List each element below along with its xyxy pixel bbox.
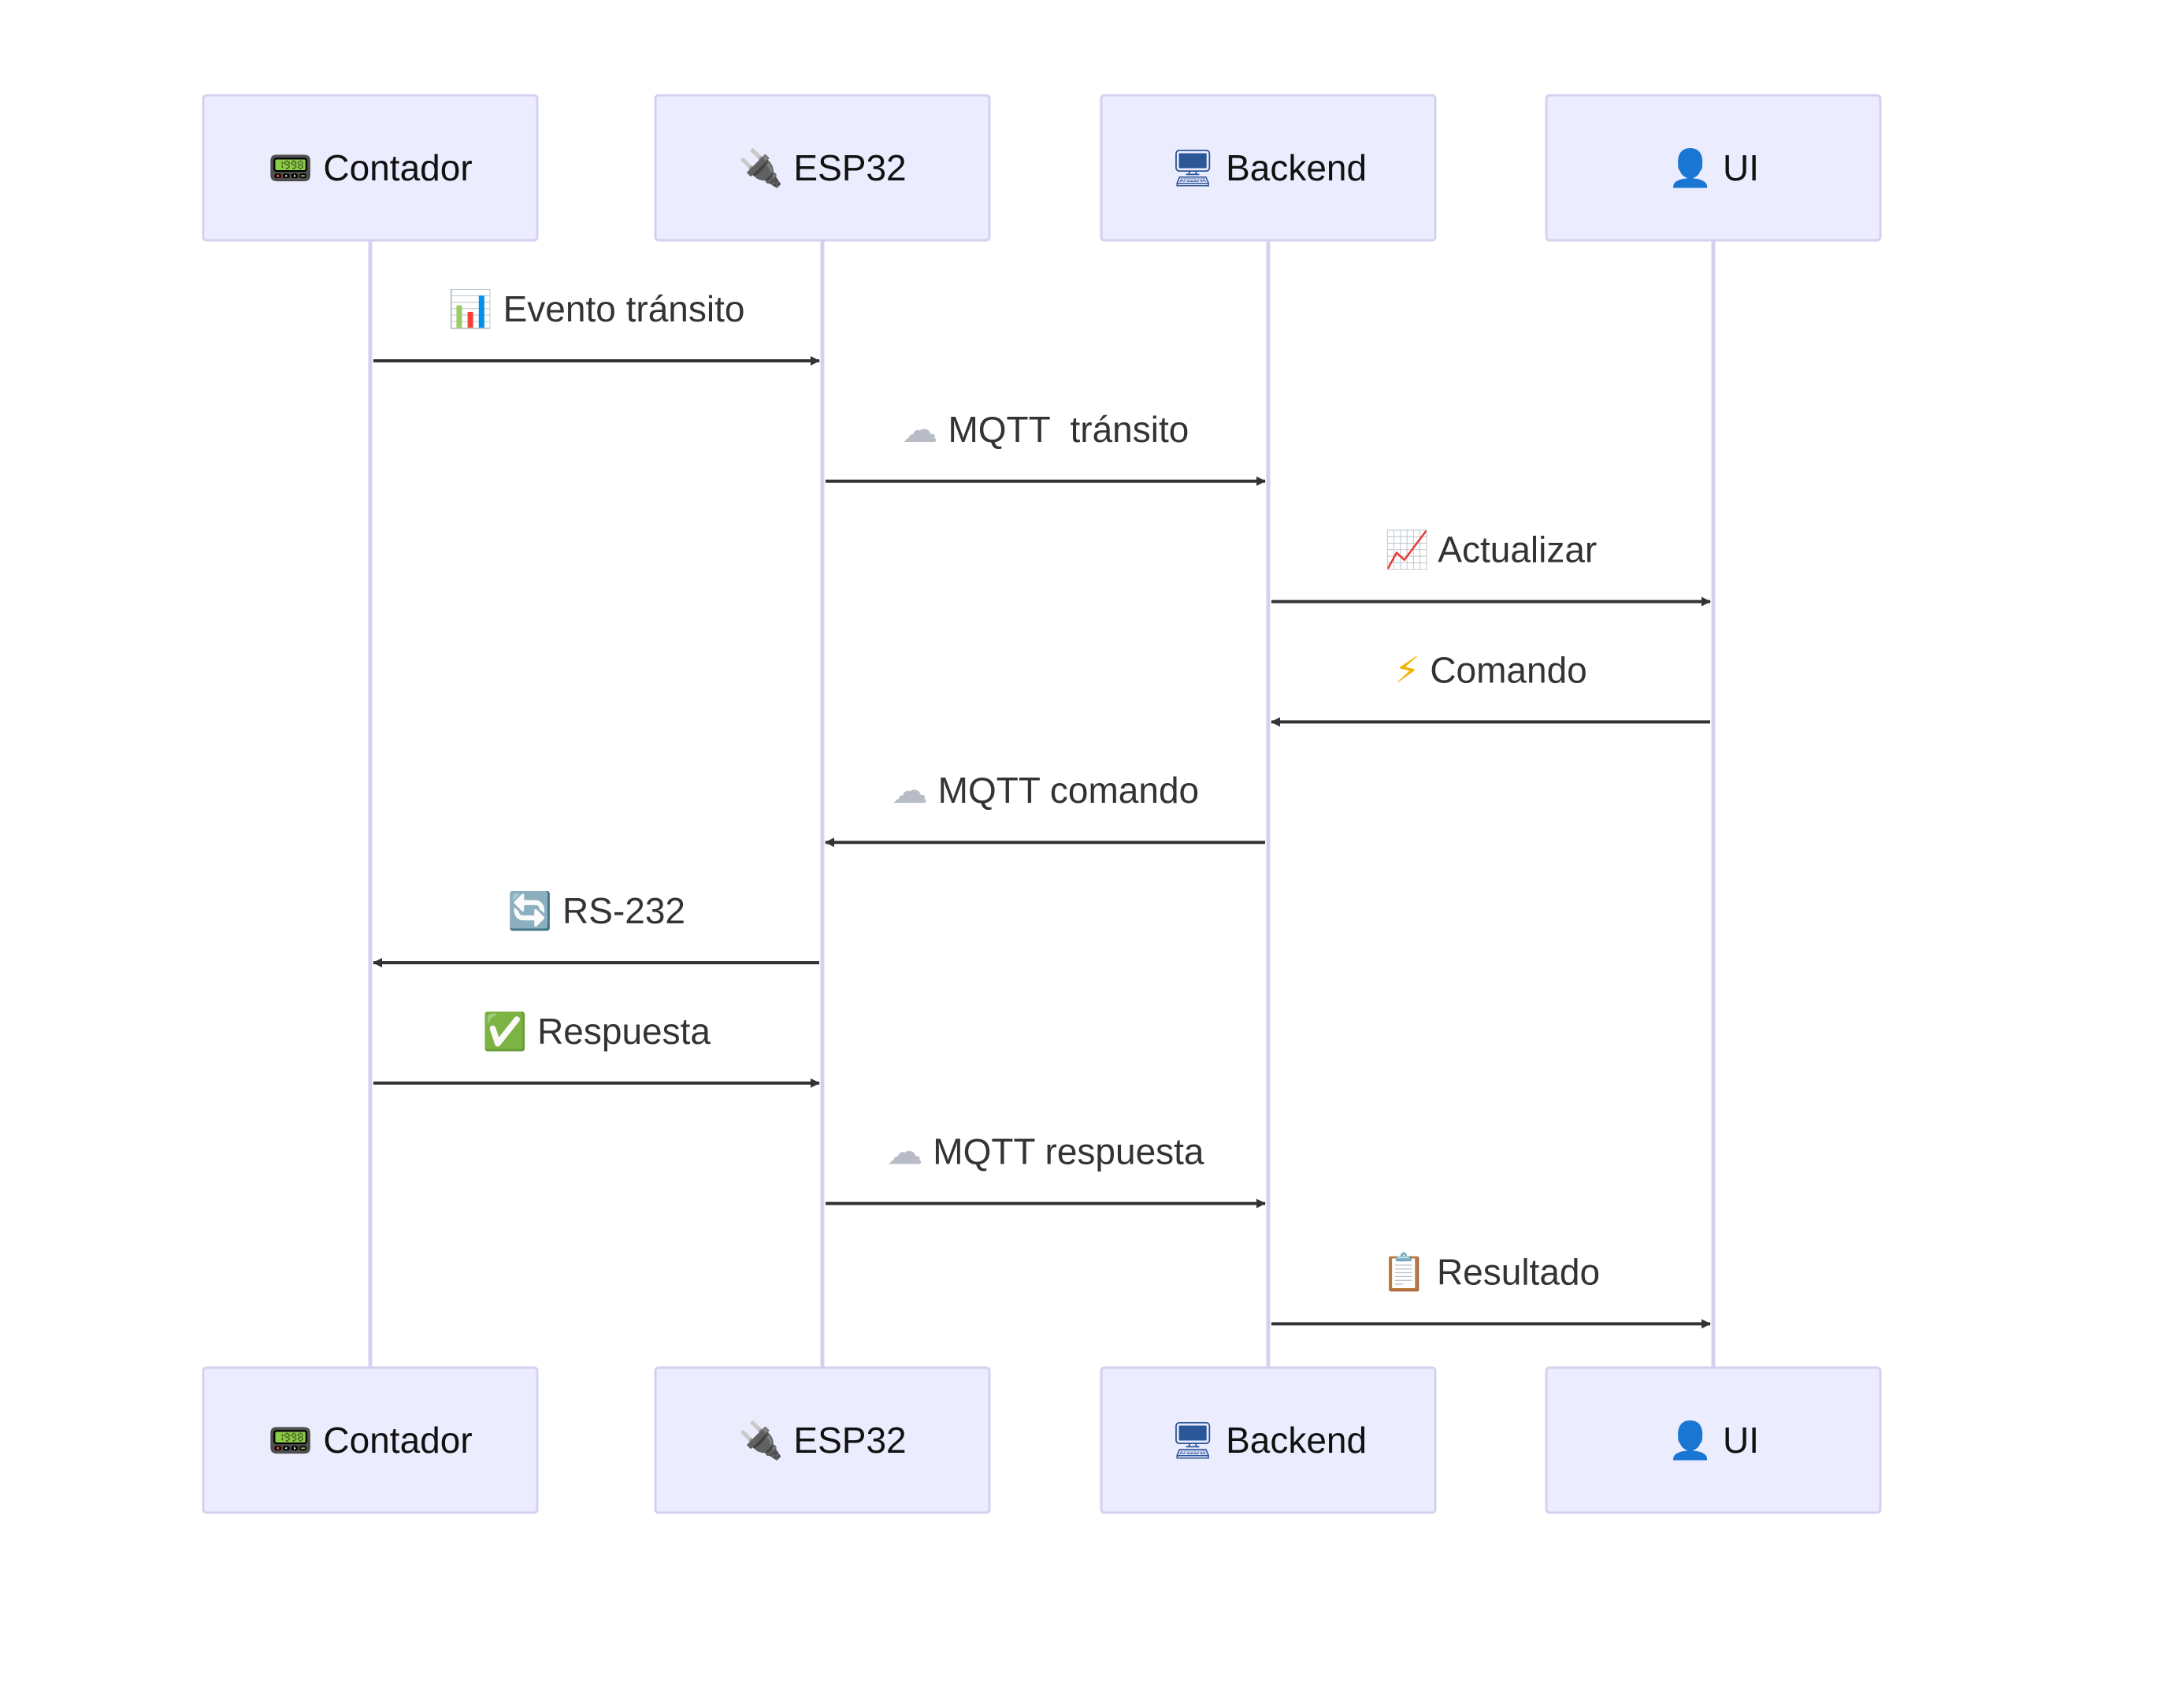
desktop-computer-icon: 🖥 [1170,1419,1215,1461]
message-label: ⚡ Comando [1394,648,1587,691]
actor-top-esp32: 🔌 ESP32 [654,94,991,242]
actor-bottom-ui: 👤 UI [1545,1366,1882,1514]
message-text: MQTT tránsito [948,409,1189,450]
message-9: 📋 Resultado [1271,1250,1711,1329]
message-label: ☁ MQTT comando [892,769,1199,811]
pager-icon: 📟 [268,1419,313,1461]
message-7: ✅ Respuesta [373,1010,820,1088]
actor-top-backend: 🖥 Backend [1100,94,1437,242]
message-8: ☁ MQTT respuesta [826,1131,1266,1209]
actor-label: 🖥 Backend [1170,1419,1367,1461]
message-label: 📊 Evento tránsito [448,288,745,330]
message-text: Evento tránsito [503,288,745,329]
actor-name: ESP32 [793,147,906,188]
message-label: ✅ Respuesta [482,1010,711,1053]
bar-chart-icon: 📊 [448,288,493,330]
actor-name: UI [1723,147,1759,188]
message-4: ⚡ Comando [1271,648,1710,727]
actor-label: 👤 UI [1668,147,1759,189]
actor-label: 📟 Contador [268,147,472,189]
message-text: RS-232 [562,890,685,931]
actor-box [1100,1366,1437,1514]
message-text: Respuesta [537,1011,711,1052]
user-icon: 👤 [1668,147,1713,189]
message-label: 🔄 RS-232 [507,889,685,932]
messages: 📊 Evento tránsito ☁ MQTT tránsito 📈 Actual… [373,288,1711,1329]
message-label: 📈 Actualizar [1385,529,1598,571]
user-icon: 👤 [1668,1419,1713,1461]
pager-icon: 📟 [268,147,313,189]
message-6: 🔄 RS-232 [373,889,819,967]
actor-name: ESP32 [793,1420,906,1461]
actor-box [1545,1366,1882,1514]
message-label: 📋 Resultado [1382,1250,1600,1293]
actor-box [202,1366,539,1514]
message-3: 📈 Actualizar [1271,529,1711,607]
actor-label: 👤 UI [1668,1419,1759,1461]
actor-box [202,94,539,242]
electric-plug-icon: 🔌 [738,1419,783,1461]
actor-name: Contador [323,147,472,188]
message-text: MQTT respuesta [933,1131,1204,1172]
actors-top: 📟 Contador 🔌 ESP32 🖥 Backend 👤 UI [202,94,1882,242]
actor-label: 🔌 ESP32 [738,1419,906,1461]
actor-box [654,1366,991,1514]
message-text: Actualizar [1438,529,1597,570]
clipboard-icon: 📋 [1382,1250,1427,1293]
electric-plug-icon: 🔌 [738,147,783,189]
arrows-cycle-icon: 🔄 [507,889,552,932]
actor-name: Backend [1226,147,1367,188]
lifelines [368,240,1716,1368]
actor-label: 🖥 Backend [1170,147,1367,189]
message-1: 📊 Evento tránsito [373,288,820,366]
actor-box [654,94,991,242]
actor-label: 📟 Contador [268,1419,472,1461]
message-label: ☁ MQTT respuesta [886,1131,1204,1173]
actors-bottom: 📟 Contador 🔌 ESP32 🖥 Backend 👤 UI [202,1366,1882,1514]
desktop-computer-icon: 🖥 [1170,147,1215,189]
actor-box [1545,94,1882,242]
actor-box [1100,94,1437,242]
cloud-icon: ☁ [892,769,928,811]
actor-bottom-contador: 📟 Contador [202,1366,539,1514]
message-label: ☁ MQTT tránsito [902,408,1189,451]
actor-top-ui: 👤 UI [1545,94,1882,242]
lightning-icon: ⚡ [1394,648,1420,691]
actor-bottom-esp32: 🔌 ESP32 [654,1366,991,1514]
actor-name: Contador [323,1420,472,1461]
actor-name: Backend [1226,1420,1367,1461]
message-text: Resultado [1437,1251,1600,1292]
message-2: ☁ MQTT tránsito [826,408,1266,486]
check-box-icon: ✅ [482,1010,527,1053]
message-5: ☁ MQTT comando [825,769,1265,848]
cloud-icon: ☁ [886,1131,922,1173]
actor-name: UI [1723,1420,1759,1461]
chart-increasing-icon: 📈 [1385,529,1430,571]
actor-top-contador: 📟 Contador [202,94,539,242]
message-text: Comando [1430,649,1586,690]
actor-bottom-backend: 🖥 Backend [1100,1366,1437,1514]
message-text: MQTT comando [938,770,1199,811]
actor-label: 🔌 ESP32 [738,147,906,189]
cloud-icon: ☁ [902,408,938,451]
